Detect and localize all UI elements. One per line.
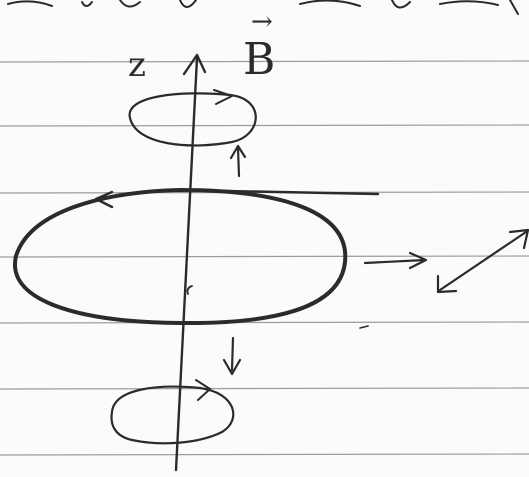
rightward-arrow: [363, 251, 428, 270]
upward-force-arrow: [229, 144, 247, 178]
ruled-line: [0, 124, 529, 127]
double-headed-arrow: [436, 228, 529, 294]
z-axis: [174, 53, 207, 472]
ruled-line: [0, 255, 529, 258]
cutoff-handwriting: [7, 0, 519, 15]
ruled-line: [0, 453, 529, 456]
ruled-line: [0, 387, 529, 390]
field-vector-mark: →: [251, 7, 273, 37]
lower-small-loop: [110, 379, 235, 445]
ruled-line: [0, 60, 529, 63]
ruled-lines: [0, 60, 529, 456]
axis-label-z: z: [128, 45, 146, 85]
ruled-line: [0, 321, 529, 324]
downward-force-arrow: [222, 336, 242, 376]
field-label-b: B: [243, 34, 275, 85]
stray-mark: [359, 325, 369, 329]
central-large-loop: [12, 188, 380, 326]
upper-small-loop: [128, 89, 257, 147]
